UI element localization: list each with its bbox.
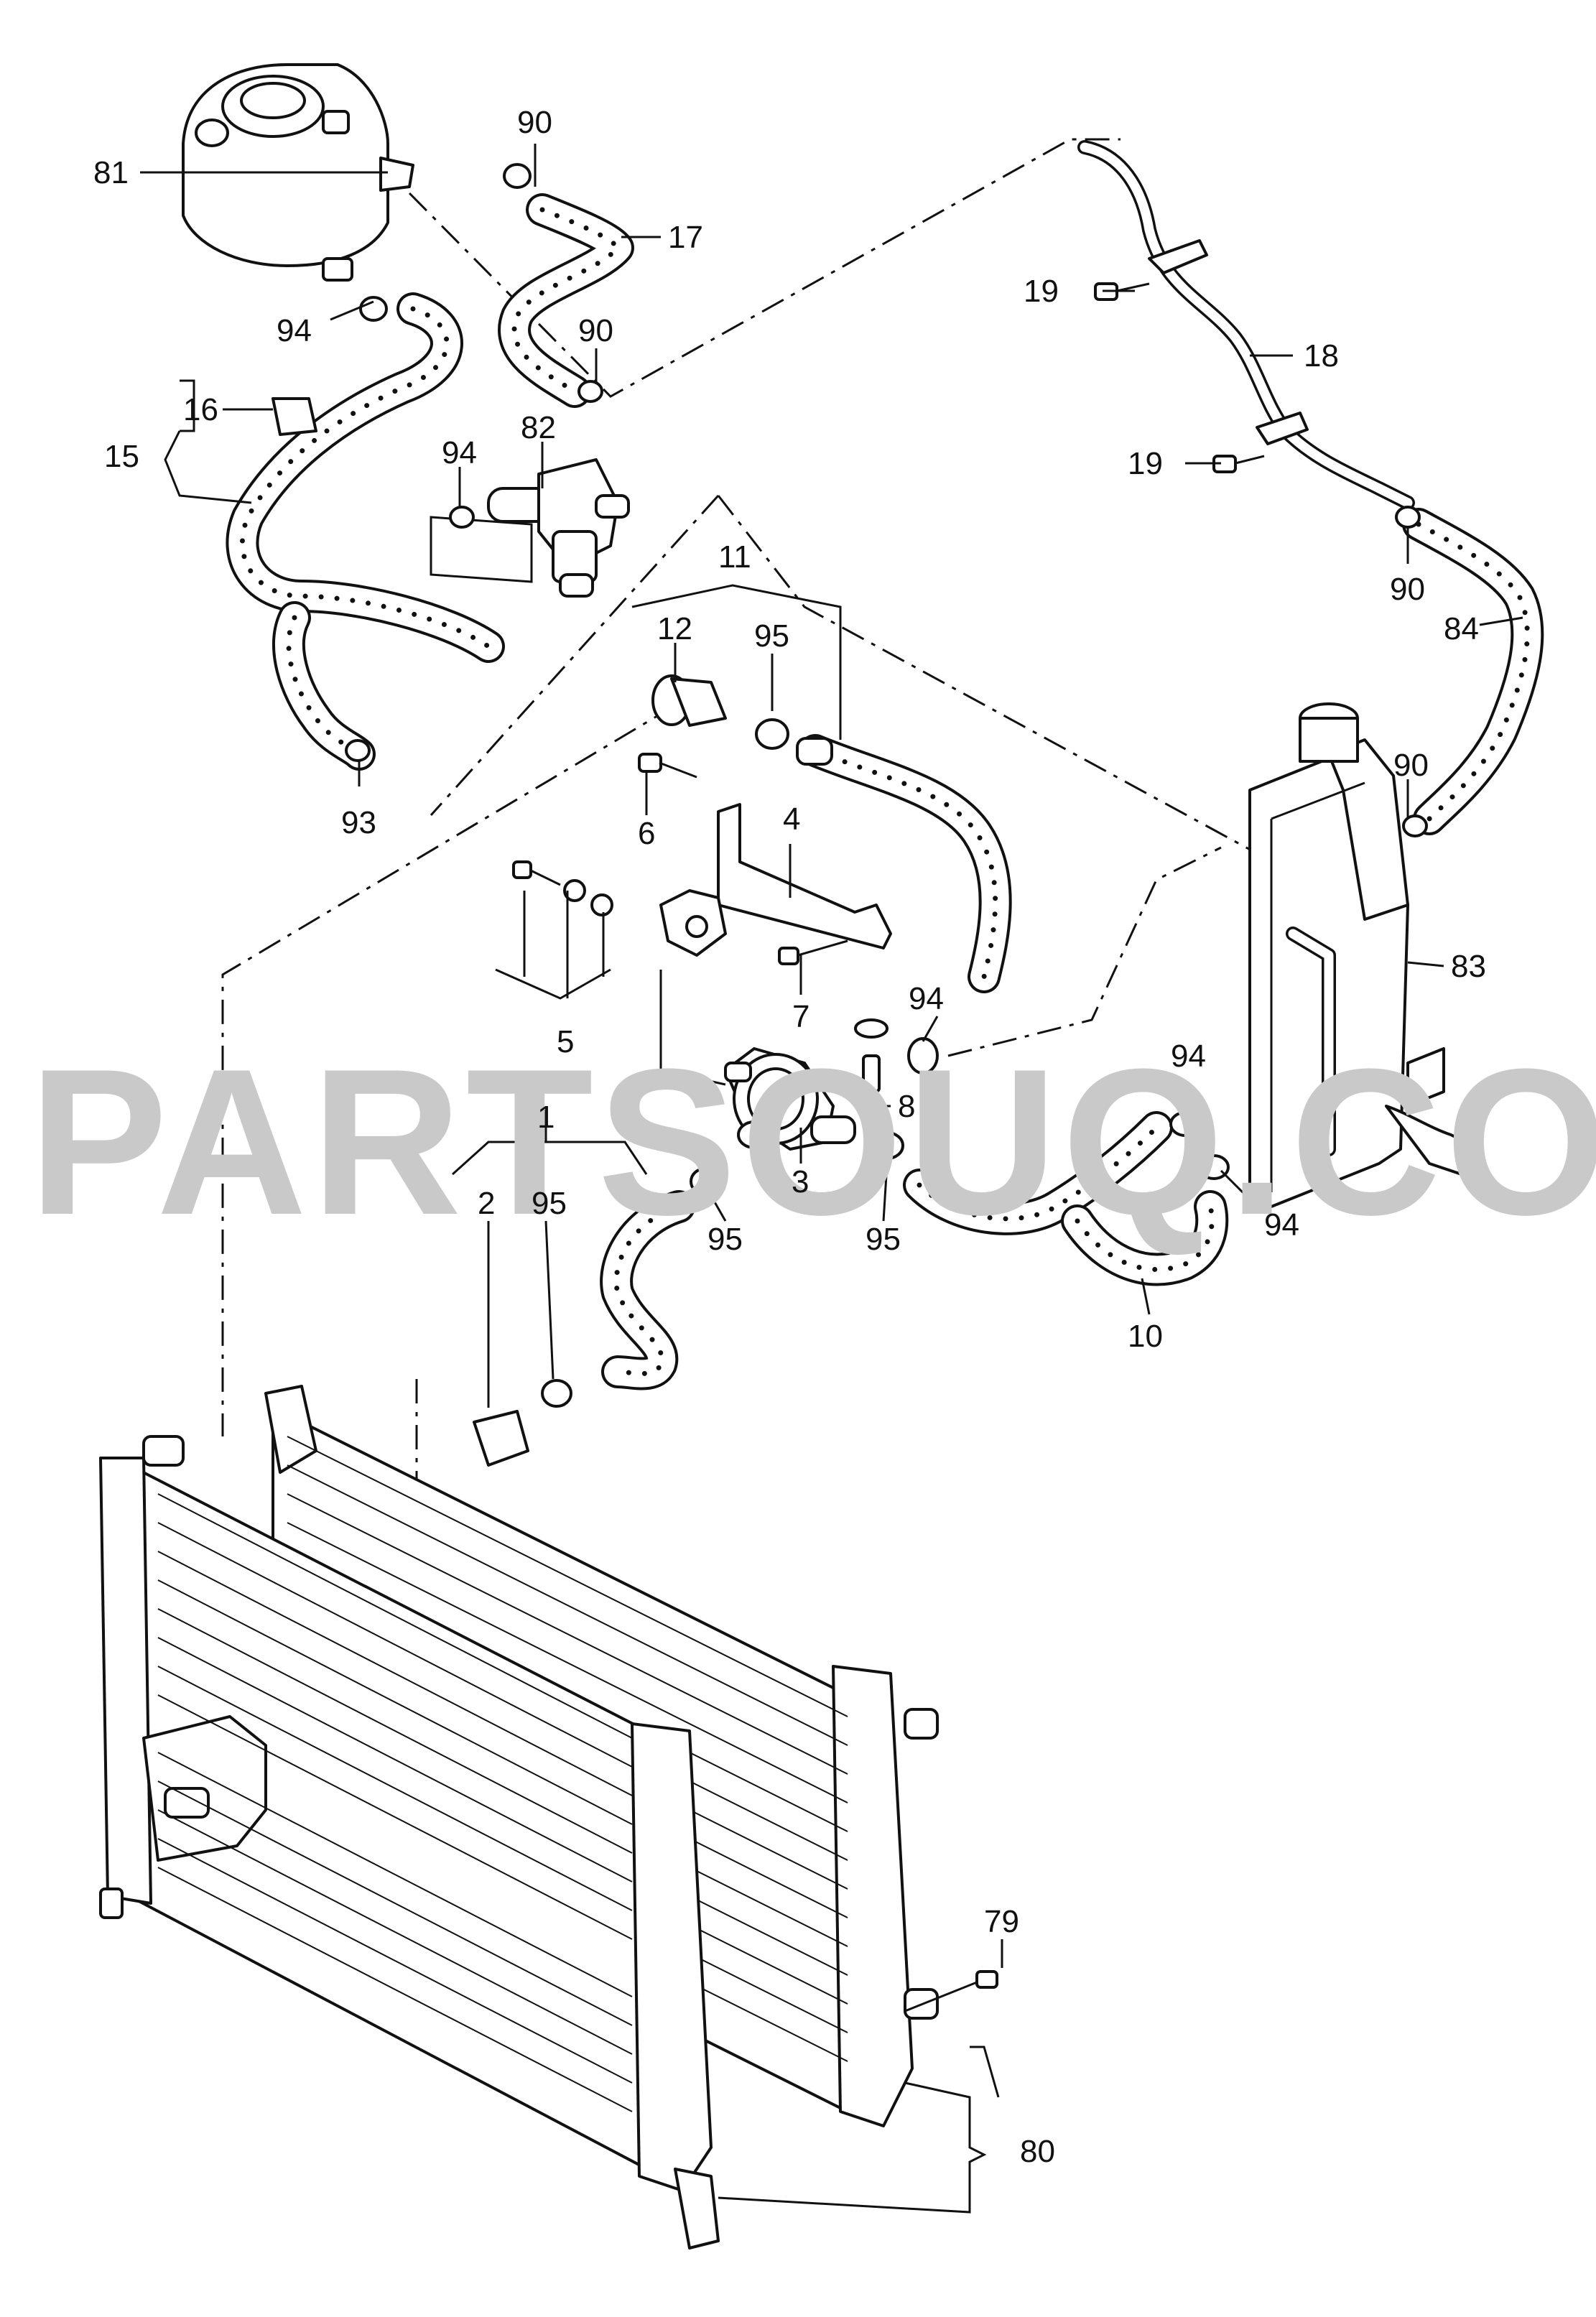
valve-82 (430, 458, 630, 598)
cooler-83 (1248, 702, 1481, 1208)
callout-90: 90 (517, 105, 552, 140)
hose-11 (799, 734, 1012, 993)
callout-6: 6 (638, 816, 655, 851)
hose-84 (1402, 508, 1544, 835)
radiator-front-fins (157, 1493, 633, 2112)
callout-95: 95 (866, 1222, 901, 1257)
callout-95: 95 (707, 1222, 743, 1257)
watermark: PARTSOUQ.COM (29, 1026, 1596, 1258)
expansion-tank (182, 63, 414, 282)
callout-94: 94 (277, 313, 312, 348)
callout-84: 84 (1444, 611, 1479, 646)
callout-5: 5 (557, 1024, 574, 1059)
hose-15 (226, 292, 505, 663)
callout-94: 94 (1171, 1039, 1206, 1074)
callout-1: 1 (537, 1100, 555, 1135)
hose-10-branch (1061, 1190, 1229, 1286)
callout-11: 11 (718, 539, 751, 575)
hose-15-branch (272, 601, 376, 771)
callout-90: 90 (1393, 748, 1429, 783)
callout-83: 83 (1451, 949, 1486, 984)
hose-10 (903, 1111, 1173, 1235)
callout-labels: 81 90 17 94 90 16 15 82 94 19 18 19 90 8… (93, 105, 1486, 2169)
callout-7: 7 (792, 999, 809, 1034)
callout-90: 90 (1390, 572, 1425, 607)
callout-2: 2 (478, 1186, 495, 1221)
callout-90: 90 (578, 313, 613, 348)
callout-81: 81 (93, 155, 129, 190)
callout-82: 82 (521, 410, 556, 445)
callout-16: 16 (183, 392, 218, 427)
callout-12: 12 (657, 611, 692, 646)
callout-19: 19 (1128, 446, 1163, 481)
callout-4: 4 (783, 802, 800, 837)
callout-17: 17 (668, 220, 703, 255)
callout-3: 3 (792, 1164, 809, 1199)
callout-94: 94 (1264, 1207, 1299, 1243)
leader-lines (140, 144, 1523, 2214)
callout-95: 95 (754, 618, 789, 654)
callout-79: 79 (984, 1904, 1019, 1939)
callout-8: 8 (898, 1089, 915, 1124)
small-fittings (272, 163, 1428, 2012)
callout-80: 80 (1020, 2134, 1055, 2169)
callout-15: 15 (104, 439, 139, 474)
pump-bracket (659, 803, 892, 1086)
pipe-18 (1077, 140, 1415, 510)
callout-94: 94 (909, 981, 944, 1016)
hose-1 (600, 1190, 695, 1390)
callout-19: 19 (1024, 274, 1059, 309)
callout-94: 94 (442, 435, 477, 470)
callout-10: 10 (1128, 1319, 1163, 1354)
callout-95: 95 (532, 1186, 567, 1221)
radiator-front (99, 1435, 720, 2249)
hose-17 (498, 193, 634, 408)
hoses (226, 193, 1544, 1390)
callout-18: 18 (1304, 338, 1339, 373)
callout-93: 93 (341, 805, 376, 840)
